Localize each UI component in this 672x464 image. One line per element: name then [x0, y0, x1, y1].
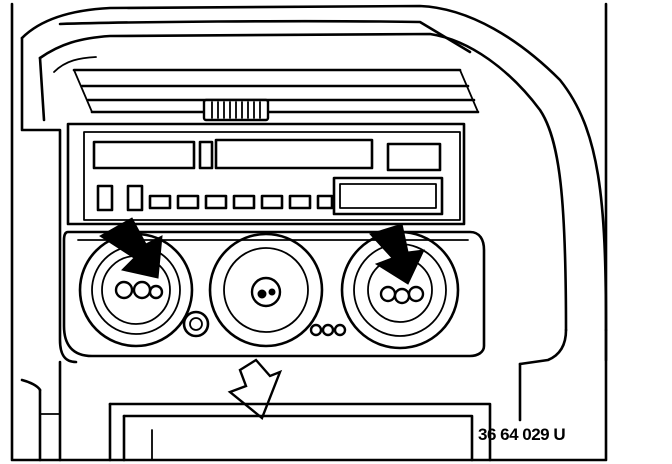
indicator-dots: [309, 323, 347, 337]
lower-console-compartment: [108, 402, 492, 462]
right-knob-arrow: [369, 223, 425, 285]
recirculation-button: [182, 310, 210, 338]
center-fan-knob: [208, 232, 324, 348]
pull-out-arrow: [227, 358, 283, 420]
figure-frame: [10, 2, 608, 462]
dashboard-outline: [20, 4, 608, 462]
figure-reference-code: 36 64 029 U: [478, 425, 566, 444]
heater-control-panel: [62, 230, 486, 358]
left-knob-arrow: [99, 217, 163, 279]
radio-unit: [66, 122, 466, 226]
air-vent: [58, 19, 480, 122]
